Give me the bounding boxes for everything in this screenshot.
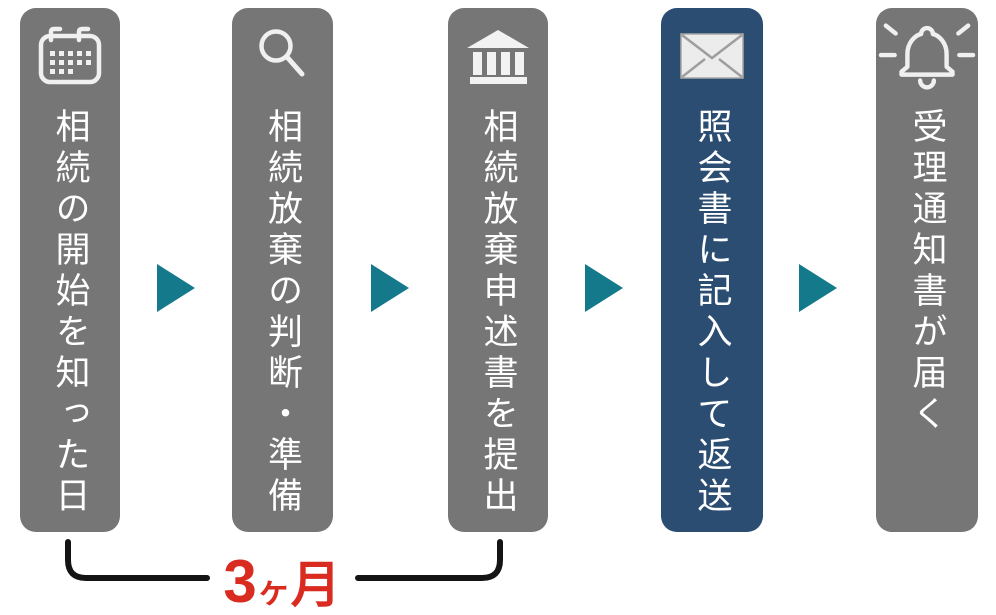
courthouse-icon xyxy=(465,24,531,88)
search-icon xyxy=(257,24,309,88)
flow-arrow-icon xyxy=(371,264,409,312)
duration-number: 3 xyxy=(223,548,257,615)
envelope-icon xyxy=(680,24,744,88)
duration-unit: 月 xyxy=(290,557,341,613)
calendar-icon xyxy=(37,24,103,88)
flow-arrow-icon xyxy=(585,264,623,312)
step-pillar-acceptance-notice: 受理通知書が届く xyxy=(876,8,978,532)
step-label: 相続の開始を知った日 xyxy=(50,108,90,518)
step-label: 照会書に記入して返送 xyxy=(692,108,732,518)
flow-arrow-icon xyxy=(799,264,837,312)
step-pillar-return-inquiry-form: 照会書に記入して返送 xyxy=(661,8,763,532)
step-label: 相続放棄の判断・準備 xyxy=(263,108,302,518)
bell-icon xyxy=(878,23,976,90)
step-label: 相続放棄申述書を提出 xyxy=(478,108,518,518)
step-pillar-submit-petition: 相続放棄申述書を提出 xyxy=(448,8,548,532)
step-pillar-decision-preparation: 相続放棄の判断・準備 xyxy=(232,8,333,532)
step-pillar-inheritance-start: 相続の開始を知った日 xyxy=(20,8,120,532)
flow-arrow-icon xyxy=(157,264,195,312)
duration-counter: ヶ xyxy=(256,572,291,610)
step-label: 受理通知書が届く xyxy=(907,108,947,436)
